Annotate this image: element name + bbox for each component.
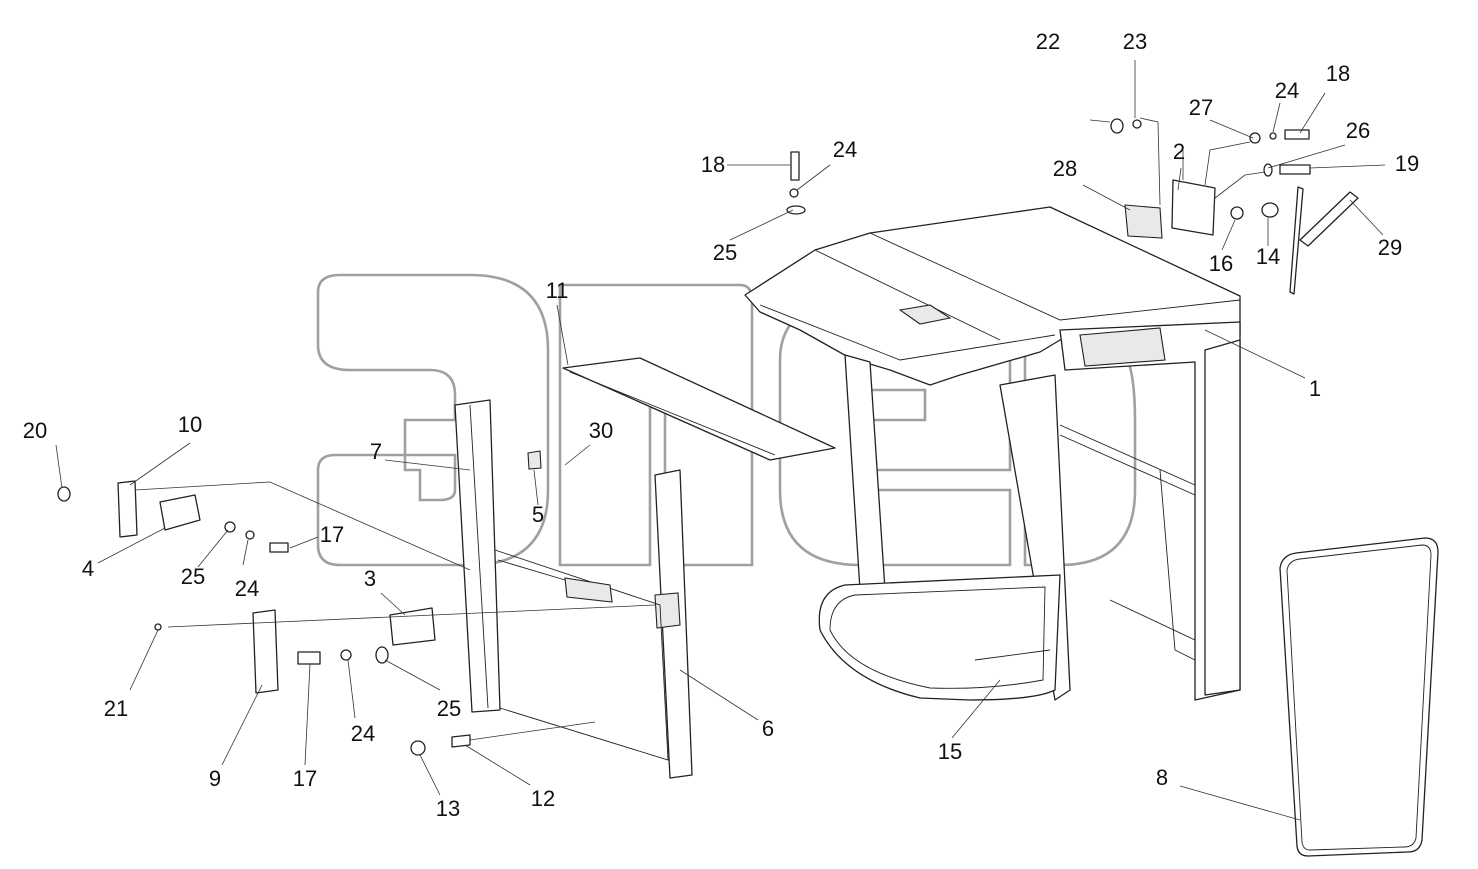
bracket-3 — [389, 607, 436, 646]
callout-26: 26 — [1346, 118, 1370, 143]
bracket-10 — [117, 480, 138, 538]
callout-13: 13 — [436, 796, 460, 821]
latch-5 — [527, 450, 542, 470]
callout-22: 22 — [1036, 29, 1060, 54]
nut-22 — [1110, 118, 1124, 134]
bolt-19 — [1279, 164, 1311, 175]
side-panel — [494, 549, 669, 761]
door-glass — [1279, 537, 1439, 857]
callout-11: 11 — [546, 278, 569, 303]
callout-25-top: 25 — [713, 240, 737, 265]
spring-12 — [451, 734, 471, 748]
callout-25-bottom: 25 — [437, 696, 461, 721]
bushing-14 — [1261, 202, 1279, 218]
callout-9: 9 — [209, 766, 221, 791]
washer-24c — [789, 188, 799, 198]
callout-20: 20 — [23, 418, 47, 443]
washer-27 — [1249, 132, 1261, 144]
callout-19: 19 — [1395, 151, 1419, 176]
screw-20 — [57, 486, 71, 502]
callout-28: 28 — [1053, 156, 1077, 181]
plate-9 — [252, 609, 279, 694]
callout-8: 8 — [1156, 765, 1168, 790]
pin-21 — [154, 623, 162, 631]
washer-26 — [1263, 163, 1273, 177]
washer-23 — [1132, 119, 1142, 129]
right-pillar — [654, 469, 693, 779]
washer-25c — [786, 205, 806, 215]
bolt-18b — [1284, 129, 1310, 140]
washer-25b — [375, 646, 389, 664]
callout-21: 21 — [104, 696, 128, 721]
callout-17-upper: 17 — [320, 522, 344, 547]
wiper-arm-29 — [1299, 191, 1359, 247]
washer-24a — [245, 530, 255, 540]
callout-2: 2 — [1173, 139, 1185, 164]
callout-15: 15 — [938, 739, 962, 764]
bolt-17b — [297, 651, 321, 665]
knob-13 — [410, 740, 426, 756]
callout-24-right: 24 — [1275, 78, 1299, 103]
left-pillar — [454, 399, 501, 713]
cab-frame — [744, 206, 1241, 701]
callout-17-lower: 17 — [293, 766, 317, 791]
washer-24d — [1269, 132, 1277, 140]
callout-24-left: 24 — [235, 576, 259, 601]
callout-14: 14 — [1256, 244, 1280, 269]
callout-24-top: 24 — [833, 137, 857, 162]
hinge-4 — [159, 494, 201, 531]
callout-6: 6 — [762, 716, 774, 741]
callout-3: 3 — [364, 566, 376, 591]
callout-16: 16 — [1209, 251, 1233, 276]
callout-labels: 1 2 3 4 5 6 7 8 9 10 11 12 13 14 15 16 1… — [23, 29, 1419, 821]
hardware-parts — [57, 118, 1359, 756]
callout-24-bottom: 24 — [351, 721, 375, 746]
nut-16 — [1230, 206, 1244, 220]
washer-25a — [224, 521, 236, 533]
leader-lines — [55, 60, 1386, 821]
washer-24b — [340, 649, 352, 661]
callout-18-right: 18 — [1326, 61, 1350, 86]
wiper-blade — [1289, 186, 1304, 295]
bolt-17a — [269, 542, 289, 553]
callout-4: 4 — [82, 556, 94, 581]
plate-2 — [1171, 179, 1216, 236]
callout-30: 30 — [589, 418, 613, 443]
callout-10: 10 — [178, 412, 202, 437]
callout-7: 7 — [370, 439, 382, 464]
callout-29: 29 — [1378, 235, 1402, 260]
callout-5: 5 — [532, 502, 544, 527]
callout-23: 23 — [1123, 29, 1147, 54]
visor-panel — [562, 357, 836, 461]
callout-25-left: 25 — [181, 564, 205, 589]
callout-27: 27 — [1189, 95, 1213, 120]
bolt-18a — [790, 151, 800, 181]
callout-18-left: 18 — [701, 152, 725, 177]
callout-12: 12 — [531, 786, 555, 811]
callout-1: 1 — [1309, 376, 1321, 401]
motor-28 — [1124, 204, 1163, 239]
